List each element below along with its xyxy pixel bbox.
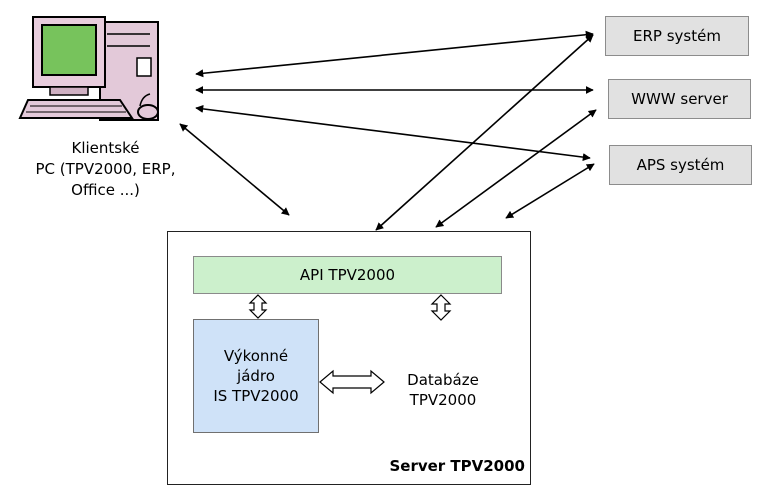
erp-system-label: ERP systém <box>633 27 721 45</box>
database-label-line: Databáze <box>407 371 479 389</box>
double-arrow-core-database <box>319 369 385 395</box>
erp-system-box: ERP systém <box>605 16 749 56</box>
client-label: Klientské PC (TPV2000, ERP, Office ...) <box>28 138 183 201</box>
client-label-line: PC (TPV2000, ERP, <box>35 160 176 178</box>
core-label-line: jádro <box>237 367 275 385</box>
api-label: API TPV2000 <box>299 266 396 284</box>
arrow-client-server <box>179 123 290 216</box>
server-label: Server TPV2000 <box>389 457 525 475</box>
client-label-line: Klientské <box>71 139 140 157</box>
core-label-line: IS TPV2000 <box>213 387 299 405</box>
computer-icon <box>18 16 159 121</box>
core-engine-box: Výkonné jádro IS TPV2000 <box>193 319 319 433</box>
double-arrow-api-core <box>248 294 268 319</box>
double-arrow-api-database <box>430 294 452 321</box>
core-label-line: Výkonné <box>223 347 289 365</box>
aps-system-box: APS systém <box>609 145 752 185</box>
arrow-server-aps <box>505 163 595 219</box>
www-server-label: WWW server <box>631 90 728 108</box>
www-server-box: WWW server <box>608 79 751 119</box>
client-label-line: Office ...) <box>71 181 140 199</box>
api-box: API TPV2000 <box>193 256 502 294</box>
database-label-line: TPV2000 <box>409 391 477 409</box>
database-label: Databáze TPV2000 <box>384 370 502 410</box>
aps-system-label: APS systém <box>636 156 725 174</box>
